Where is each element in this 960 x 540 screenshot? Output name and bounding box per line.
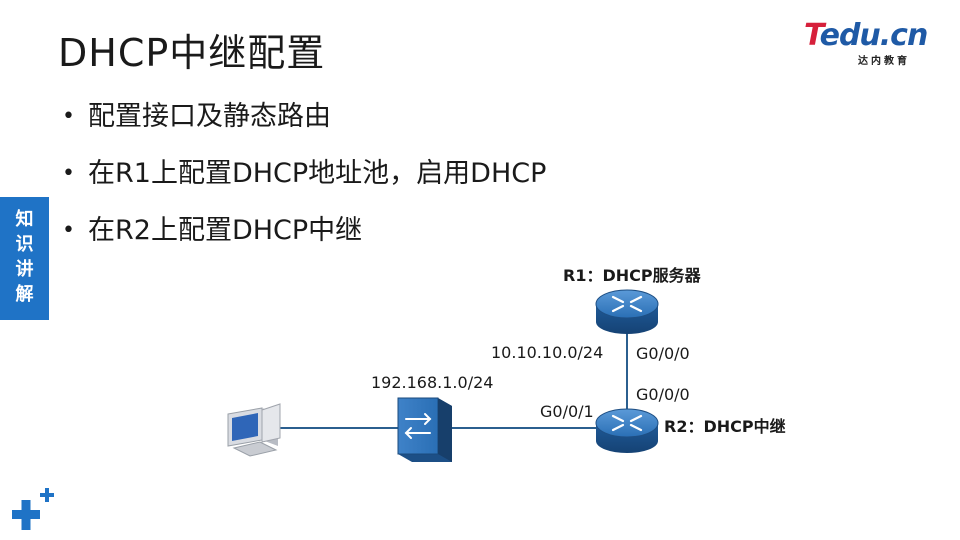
r2-label: R2：DHCP中继	[664, 417, 786, 436]
bullet-item: 配置接口及静态路由	[62, 88, 546, 145]
r2-port-up-label: G0/0/0	[636, 385, 690, 404]
bullet-item: 在R2上配置DHCP中继	[62, 202, 546, 259]
r1-label: R1：DHCP服务器	[563, 266, 701, 285]
side-tab-char: 知	[15, 209, 34, 230]
pc-icon	[227, 403, 281, 457]
lower-network-label: 192.168.1.0/24	[371, 373, 494, 392]
r1-port-label: G0/0/0	[636, 344, 690, 363]
r2-port-left-label: G0/0/1	[540, 402, 594, 421]
bullet-list: 配置接口及静态路由 在R1上配置DHCP地址池，启用DHCP 在R2上配置DHC…	[62, 88, 546, 259]
switch-icon	[397, 397, 452, 462]
tedu-logo: Tedu.cn 达内教育	[804, 18, 936, 67]
side-tab-char: 解	[15, 284, 34, 305]
upper-network-label: 10.10.10.0/24	[491, 343, 604, 362]
bullet-item: 在R1上配置DHCP地址池，启用DHCP	[62, 145, 546, 202]
logo-wordmark: Tedu.cn	[804, 18, 928, 53]
page-title: DHCP中继配置	[58, 31, 326, 75]
knowledge-side-tab: 知 识 讲 解	[0, 197, 49, 320]
plus-decoration-icon	[12, 488, 54, 530]
router-r2-icon	[595, 408, 659, 453]
logo-subtitle: 达内教育	[858, 56, 910, 67]
side-tab-char: 识	[15, 234, 34, 255]
router-r1-icon	[595, 289, 659, 334]
side-tab-char: 讲	[15, 259, 34, 280]
